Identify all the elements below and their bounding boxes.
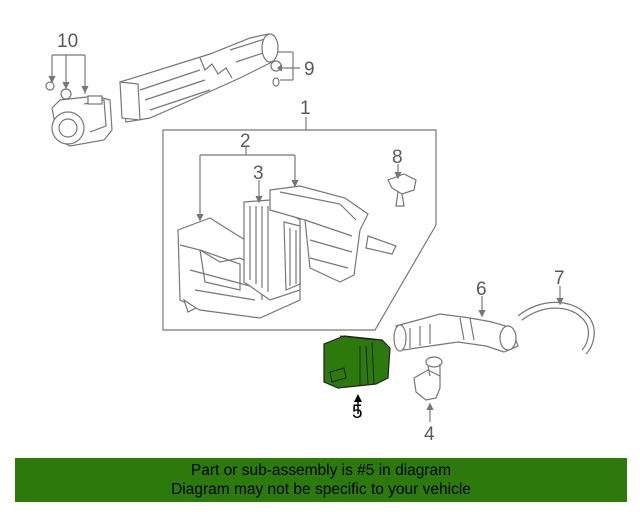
info-banner: Part or sub-assembly is #5 in diagram Di…: [15, 458, 627, 502]
part-10-airflow-sensor: [45, 54, 113, 147]
callout-1: 1: [300, 98, 311, 119]
callout-3: 3: [253, 163, 264, 184]
callout-2: 2: [240, 131, 251, 152]
callout-4: 4: [424, 424, 435, 445]
part-6-intake-hose: [393, 296, 519, 353]
part-5-resonator-highlighted: [323, 335, 391, 414]
callout-8: 8: [392, 147, 403, 168]
part-1-air-cleaner-assembly: [162, 117, 437, 331]
callout-5: 5: [352, 402, 363, 423]
banner-line-2: Diagram may not be specific to your vehi…: [171, 481, 471, 498]
part-4-elbow: [413, 356, 443, 422]
part-7-breather-hose: [517, 286, 595, 355]
banner-line-1: Part or sub-assembly is #5 in diagram: [190, 462, 452, 479]
part-9-intake-duct: [119, 33, 300, 123]
callout-9: 9: [304, 59, 315, 80]
callout-6: 6: [476, 279, 487, 300]
callout-7: 7: [554, 268, 565, 289]
callout-10: 10: [57, 31, 78, 52]
